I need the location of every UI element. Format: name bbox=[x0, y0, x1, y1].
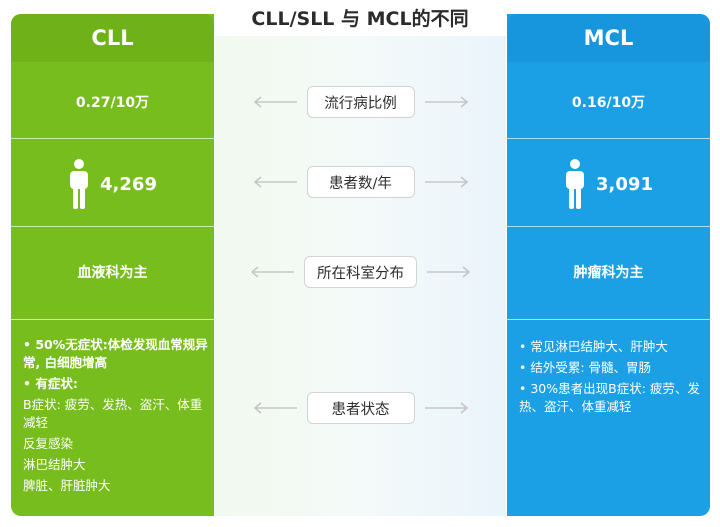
cll-department: 血液科为主 bbox=[77, 265, 148, 281]
mcl-status-list: • 常见淋巴结肿大、肝肿大 • 结外受累: 骨髓、胃肠 • 30%患者出现B症状… bbox=[519, 338, 705, 419]
divider bbox=[507, 226, 710, 227]
arrow-left-icon bbox=[253, 96, 297, 108]
mcl-header: MCL bbox=[507, 14, 710, 62]
arrow-right-icon bbox=[424, 176, 468, 188]
arrow-right-icon bbox=[424, 402, 468, 414]
mcl-patients-count: 3,091 bbox=[596, 173, 653, 195]
list-item: • 50%无症状:体检发现血常规异常, 白细胞增高 bbox=[23, 337, 208, 370]
label-prevalence: 流行病比例 bbox=[306, 86, 415, 118]
person-icon bbox=[70, 159, 89, 209]
label-status: 患者状态 bbox=[306, 392, 415, 424]
cll-status-list: • 50%无症状:体检发现血常规异常, 白细胞增高 • 有症状: B症状: 疲劳… bbox=[23, 336, 209, 498]
mcl-patients: 3,091 bbox=[507, 154, 710, 214]
cll-column: CLL 0.27/10万 4,269 血液科为主 • 50%无症状:体检发现血常… bbox=[11, 14, 214, 516]
label-patients: 患者数/年 bbox=[306, 166, 415, 198]
divider bbox=[11, 138, 214, 139]
arrow-left-icon bbox=[253, 402, 297, 414]
list-item: 淋巴结肿大 bbox=[23, 457, 86, 472]
cll-patients-count: 4,269 bbox=[100, 173, 157, 195]
divider bbox=[507, 138, 710, 139]
list-item: 反复感染 bbox=[23, 436, 74, 451]
arrow-right-icon bbox=[427, 266, 471, 278]
page-title: CLL/SLL 与 MCL的不同 bbox=[251, 8, 469, 30]
cll-header: CLL bbox=[11, 14, 214, 62]
cll-prevalence: 0.27/10万 bbox=[75, 95, 150, 111]
list-item: 脾脏、肝脏肿大 bbox=[23, 478, 111, 493]
row-patients: 患者数/年 bbox=[215, 162, 506, 202]
list-item: • 结外受累: 骨髓、胃肠 bbox=[519, 360, 652, 375]
arrow-right-icon bbox=[424, 96, 468, 108]
label-department: 所在科室分布 bbox=[304, 256, 417, 288]
person-icon bbox=[566, 159, 585, 209]
mcl-column: MCL 0.16/10万 3,091 肿瘤科为主 • 常见淋巴结肿大、肝肿大 •… bbox=[507, 14, 710, 516]
row-prevalence: 流行病比例 bbox=[215, 82, 506, 122]
list-item: B症状: 疲劳、发热、盗汗、体重减轻 bbox=[23, 397, 203, 430]
cll-patients: 4,269 bbox=[11, 154, 214, 214]
arrow-left-icon bbox=[250, 266, 294, 278]
list-item: • 30%患者出现B症状: 疲劳、发热、盗汗、体重减轻 bbox=[519, 381, 700, 414]
divider bbox=[507, 319, 710, 320]
list-item: • 常见淋巴结肿大、肝肿大 bbox=[519, 339, 668, 354]
divider bbox=[11, 319, 214, 320]
row-department: 所在科室分布 bbox=[215, 252, 506, 292]
mcl-prevalence: 0.16/10万 bbox=[571, 95, 646, 111]
divider bbox=[11, 226, 214, 227]
row-status: 患者状态 bbox=[215, 388, 506, 428]
arrow-left-icon bbox=[253, 176, 297, 188]
list-item: • 有症状: bbox=[23, 376, 78, 391]
mcl-department: 肿瘤科为主 bbox=[573, 265, 644, 281]
